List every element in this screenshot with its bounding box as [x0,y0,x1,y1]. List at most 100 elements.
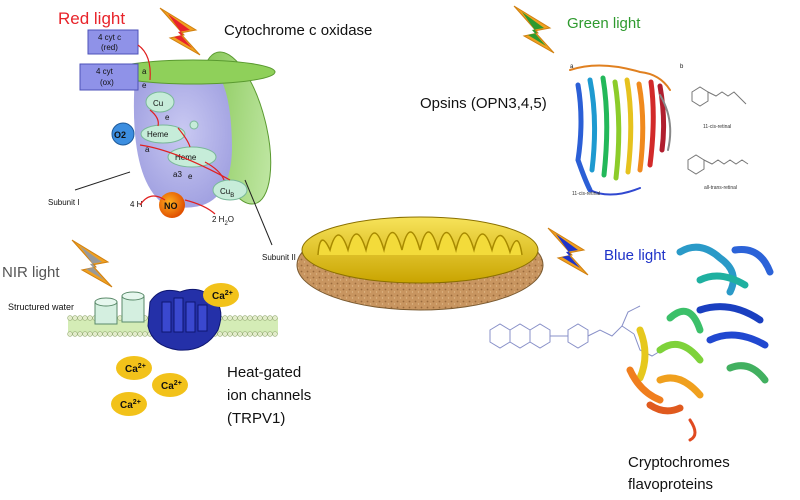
lipid-head [107,331,113,337]
trans-retinal-label: all-trans-retinal [704,185,737,191]
heme-a3-sub-label: a3 [173,170,182,179]
green-light-label: Green light [567,15,641,32]
lipid-head [72,331,78,337]
opsin-panel-a-label: a [570,64,574,70]
lipid-head [232,331,238,337]
flavoproteins-label: flavoproteins [628,476,713,493]
trpv1-channel-shape [147,288,222,351]
lipid-head [267,331,273,337]
lipid-head [257,331,263,337]
flavin-molecule-diagram [489,305,663,357]
opsin-retinal-caption: 11-cis-retinal [572,191,600,197]
nir-bolt-icon [71,239,113,288]
lipid-head [237,331,243,337]
cyt-c-red-box [87,29,139,55]
blue-bolt-icon [547,227,589,276]
lipid-head [272,315,278,321]
lipid-head [77,331,83,337]
heme-a-sub-label: a [145,145,150,154]
calcium-ion [152,373,188,397]
cyt-c-ox-box [79,63,139,91]
lipid-head [102,331,108,337]
oxygen-node [111,122,135,146]
blue-light-label: Blue light [604,247,667,264]
lipid-head [232,315,238,321]
lipid-head [247,331,253,337]
calcium-ion-label: Ca2+ [161,380,182,392]
lipid-head [112,331,118,337]
cu-a-node [145,91,175,113]
green-bolt-icon [513,5,555,54]
cyt-c-red-label: 4 cyt c [98,33,121,42]
lipid-head [77,315,83,321]
heat-gated-label-line2: ion channels [227,387,311,404]
cyt-c-ox-label: 4 cyt [96,67,114,76]
lipid-head [237,315,243,321]
opsins-label: Opsins (OPN3,4,5) [420,95,547,112]
nir-light-label: NIR light [2,264,60,281]
lipid-head [87,331,93,337]
cyt-c-red-sub: (red) [101,43,118,52]
calcium-ion-label: Ca2+ [125,363,146,375]
lipid-head [257,315,263,321]
heme-a-node [140,124,186,144]
lipid-head [97,331,103,337]
cytochrome-c-oxidase-label: Cytochrome c oxidase [224,22,372,39]
lipid-head [82,331,88,337]
subunit-ii-leader [244,179,273,246]
calcium-ions: Ca2+ Ca2+ Ca2+ Ca2+ [111,283,239,416]
cis-retinal-label: 11-cis-retinal [703,124,731,130]
red-light-label: Red light [58,9,125,28]
heat-gated-label-line3: (TRPV1) [227,410,285,427]
lipid-head [132,331,138,337]
structured-water-cylinders [94,291,145,325]
electron-label-1: e [142,81,147,90]
small-a-label: a [142,67,147,76]
lipid-head [142,331,148,337]
lipid-head [122,331,128,337]
calcium-ion-label: Ca2+ [212,290,233,302]
cryptochromes-label: Cryptochromes [628,454,730,471]
lipid-head [227,315,233,321]
opsin-structure-image [569,64,672,196]
lipid-head [67,315,73,321]
electron-label-3: e [188,172,193,181]
lipid-head [72,315,78,321]
heat-gated-label-line1: Heat-gated [227,364,301,381]
lipid-head [262,331,268,337]
lipid-head [127,331,133,337]
retinal-molecule-diagram [687,86,749,175]
lipid-head [252,315,258,321]
lipid-head [82,315,88,321]
structured-water-label: Structured water [8,302,74,312]
cyt-c-ox-sub: (ox) [100,78,114,87]
cu-b-label: CuB [220,187,234,199]
heme-a3-label: Heme [175,153,197,162]
lipid-head [92,331,98,337]
lipid-head [87,315,93,321]
calcium-ion-label: Ca2+ [120,399,141,411]
electron-flow-arrows [137,44,231,215]
oxygen-label: O2 [114,130,126,140]
lipid-head [222,315,228,321]
lipid-head [267,315,273,321]
cu-a-label: Cu [153,99,163,108]
lipid-head [272,331,278,337]
mitochondrion-image [296,216,544,311]
heme-a-label: Heme [147,130,169,139]
electron-label-2: e [165,113,170,122]
calcium-ion [111,392,147,416]
lipid-head [137,331,143,337]
calcium-ion [203,283,239,307]
lipid-head [262,315,268,321]
nitric-oxide-label: NO [164,201,178,211]
nitric-oxide-node [159,192,185,218]
lipid-head [242,331,248,337]
red-bolt-icon [159,7,201,56]
lipid-head [227,331,233,337]
subunit-i-leader [74,171,131,191]
lipid-head [242,315,248,321]
lipid-head [247,315,253,321]
